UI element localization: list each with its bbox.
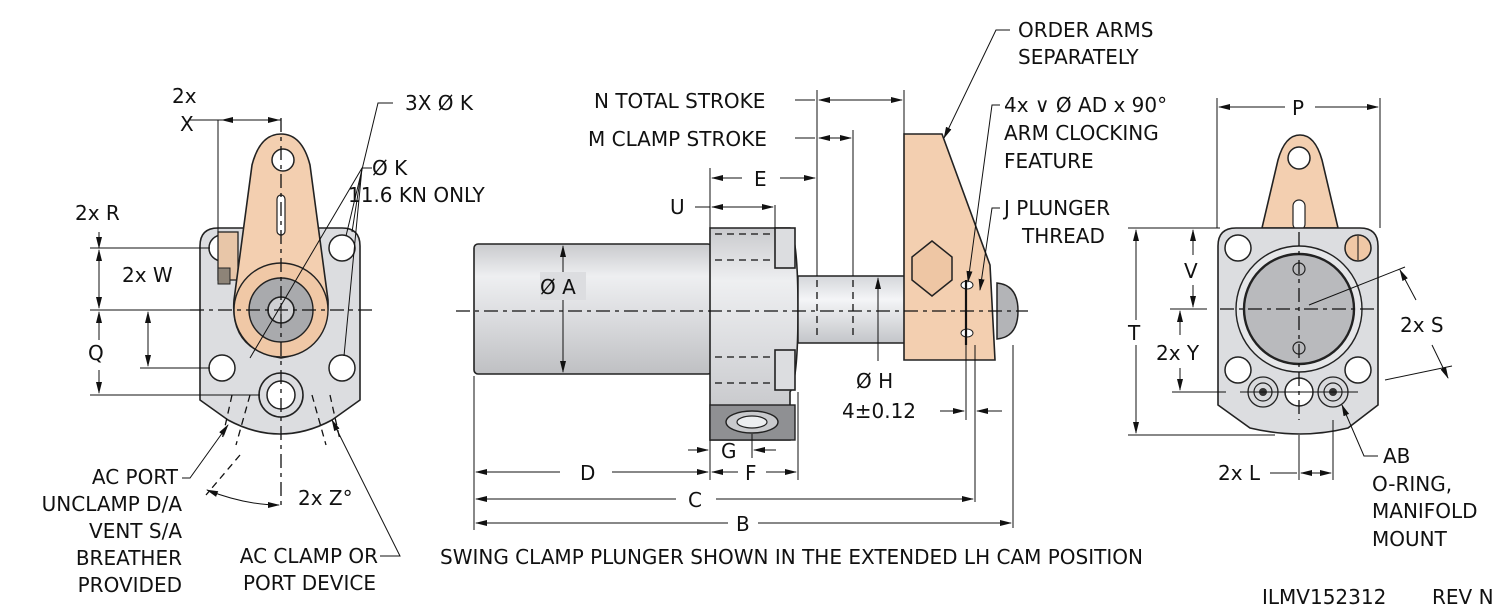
- n-stroke-label: N TOTAL STROKE: [594, 89, 765, 113]
- a-dim-label: Ø A: [540, 275, 576, 299]
- k-label: Ø K: [372, 156, 408, 180]
- p-dim-label: P: [1292, 96, 1304, 120]
- left-end-view: 2x X 2x R 2x W Q 3X Ø K Ø K 11.6 KN ONLY…: [42, 84, 486, 597]
- ac-port-line3: VENT S/A: [89, 519, 182, 543]
- ab-line4: MOUNT: [1372, 527, 1448, 551]
- arm-pin-hole: [271, 148, 295, 172]
- ac-port-line5: PROVIDED: [78, 573, 182, 597]
- right-end-view: P T V 2x Y 2x S 2x L AB O-RING, MANIFOLD…: [1127, 96, 1478, 551]
- mount-hole-bl: [208, 354, 236, 382]
- k3-label: 3X Ø K: [405, 91, 474, 115]
- title-note: SWING CLAMP PLUNGER SHOWN IN THE EXTENDE…: [440, 545, 1143, 569]
- flange-boss-bottom: [774, 349, 796, 391]
- right-arm-slot: [1292, 199, 1306, 231]
- drawing-number: ILMV152312: [1262, 585, 1386, 609]
- clamp-nut: [911, 240, 953, 297]
- u-dim-label: U: [670, 195, 685, 219]
- k-note: 11.6 KN ONLY: [348, 183, 486, 207]
- right-arm-hole: [1287, 146, 1311, 170]
- d-dim-label: D: [580, 461, 595, 485]
- ac-port-line1: AC PORT: [92, 465, 179, 489]
- v-dim-label: V: [1184, 259, 1198, 283]
- b-dim-label: B: [736, 512, 750, 536]
- t-dim-label: T: [1127, 321, 1141, 345]
- l-dim-label: 2x L: [1218, 461, 1261, 485]
- w-label: 2x W: [122, 263, 173, 287]
- side-view: Ø A Ø H 4±0.12 N TOTAL STROKE M CLAMP ST…: [440, 18, 1167, 569]
- ac-port-line4: BREATHER: [76, 546, 182, 570]
- order-arms-line1: ORDER ARMS: [1018, 18, 1153, 42]
- x-count-label: 2x: [172, 84, 197, 108]
- x-label: X: [180, 112, 194, 136]
- m-stroke-label: M CLAMP STROKE: [588, 127, 767, 151]
- h-dim-label: Ø H: [856, 369, 893, 393]
- order-arms-line2: SEPARATELY: [1018, 45, 1139, 69]
- key-block: [217, 267, 231, 285]
- z-angle-label: 2x Z°: [298, 486, 353, 510]
- revision: REV N: [1432, 585, 1494, 609]
- mount-hole-tr: [328, 234, 356, 262]
- clocking-line2: ARM CLOCKING: [1004, 121, 1159, 145]
- g-dim-label: G: [721, 439, 737, 463]
- cylinder-body: [473, 243, 713, 375]
- ab-line3: MANIFOLD: [1372, 499, 1478, 523]
- tolerance-label: 4±0.12: [842, 399, 916, 423]
- f-dim-label: F: [745, 461, 757, 485]
- ab-line2: O-RING,: [1372, 472, 1452, 496]
- s-dim-label: 2x S: [1400, 313, 1444, 337]
- q-label: Q: [88, 341, 104, 365]
- r-mount-hole-tl: [1224, 234, 1252, 262]
- ac-clamp-line2: PORT DEVICE: [243, 571, 376, 595]
- mount-hole-br: [328, 354, 356, 382]
- flange-boss-top: [774, 227, 796, 269]
- r-mount-hole-bl: [1224, 356, 1252, 384]
- j-thread-line1: J PLUNGER: [1002, 196, 1110, 220]
- e-dim-label: E: [754, 167, 767, 191]
- y-dim-label: 2x Y: [1156, 341, 1200, 365]
- ac-port-line2: UNCLAMP D/A: [42, 492, 183, 516]
- ac-clamp-line1: AC CLAMP OR: [240, 544, 378, 568]
- side-arm: [903, 133, 996, 361]
- j-thread-line2: THREAD: [1021, 224, 1105, 248]
- r-label: 2x R: [75, 201, 120, 225]
- clocking-line1: 4x ∨ Ø AD x 90°: [1004, 93, 1167, 117]
- ab-line1: AB: [1383, 444, 1410, 468]
- c-dim-label: C: [688, 488, 702, 512]
- clocking-line3: FEATURE: [1004, 149, 1094, 173]
- r-mount-hole-br: [1344, 356, 1372, 384]
